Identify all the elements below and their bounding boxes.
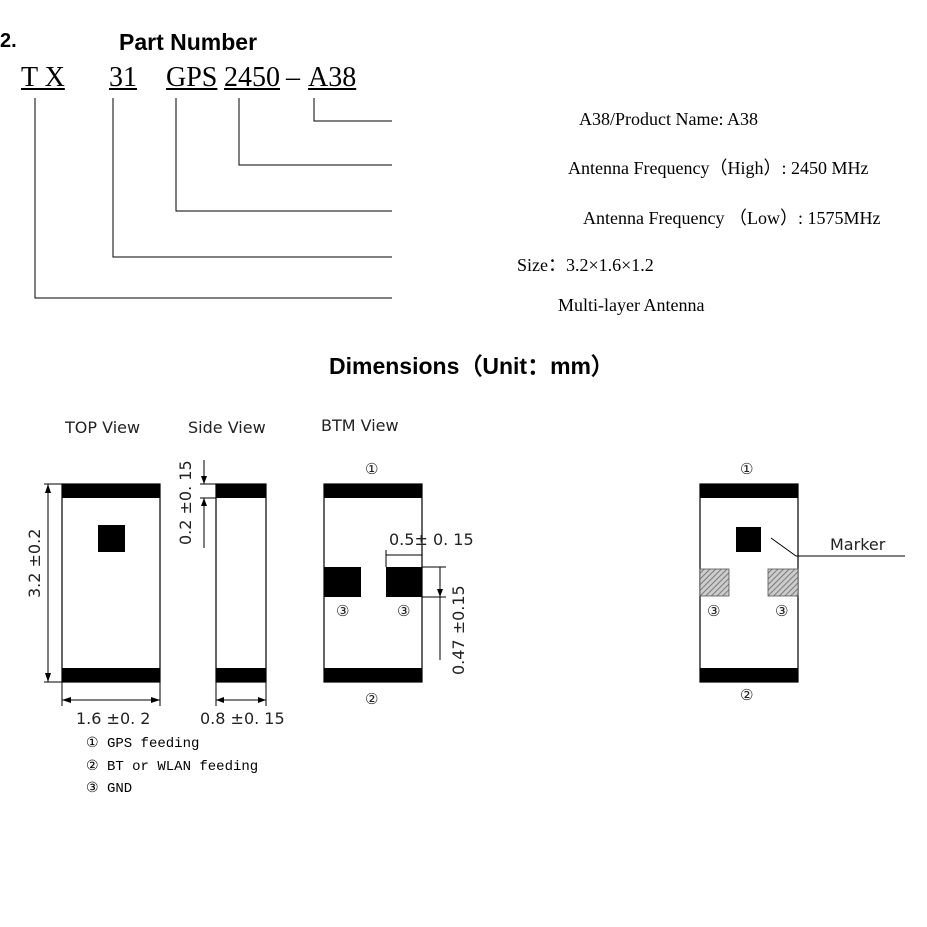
side-view-bottom-electrode [216,668,266,682]
marker-view-gnd-left [699,568,730,597]
top-view-top-electrode [62,484,160,498]
leader-high-frequency [238,98,392,166]
part-code-size: 31 [109,62,137,93]
marker-pad-2-label: ② [740,686,753,704]
legend-gps: ① GPS feeding [86,736,200,752]
side-view-top-electrode [216,484,266,498]
dim-width: 1.6 ±0. 2 [76,709,150,728]
dim-pad-width: 0.5± 0. 15 [389,530,474,549]
marker-leader [770,537,905,557]
desc-high-frequency: Antenna Frequency（High）: 2450 MHz [568,158,869,178]
top-view-marker [98,525,125,552]
part-code-dash: – [286,62,300,93]
btm-pad-2-label: ② [365,690,378,708]
leader-low-frequency [175,98,392,212]
dim-height: 3.2 ±0.2 [25,529,44,598]
btm-view-gnd-pad-right [386,567,422,597]
desc-product-name: A38/Product Name: A38 [579,109,758,129]
marker-label: Marker [830,535,886,554]
dim-pad-height: 0.47 ±0.15 [449,585,468,675]
marker-pad-1-label: ① [740,460,753,478]
legend-bt-wlan: ② BT or WLAN feeding [86,759,259,775]
btm-pad-1-label: ① [365,460,378,478]
dim-thickness: 0.8 ±0. 15 [200,709,285,728]
leader-product [313,98,392,122]
section-number: 2. [0,30,17,52]
side-view-drawing [200,460,267,706]
marker-view-bottom-electrode [700,668,798,682]
top-view-drawing [44,483,161,706]
desc-size: Size：3.2×1.6×1.2 [517,255,654,275]
btm-view-label: BTM View [321,416,399,435]
side-view-body [215,483,267,683]
desc-type: Multi-layer Antenna [558,295,705,315]
marker-view-gnd-right [767,568,799,597]
dim-side-end: 0.2 ±0. 15 [176,460,195,545]
leader-series [34,98,392,299]
desc-low-frequency: Antenna Frequency （Low）: 1575MHz [583,208,881,228]
part-code-low-band: GPS [166,62,218,93]
marker-view-top-electrode [700,484,798,498]
part-code-series: T X [21,62,65,93]
btm-view-top-electrode [324,484,422,498]
btm-pad-3-right-label: ③ [397,602,410,620]
part-code-high-band: 2450 [224,62,280,93]
marker-view-drawing [699,483,905,683]
top-view-body [61,483,161,683]
side-view-label: Side View [188,418,266,437]
btm-view-bottom-electrode [324,668,422,682]
btm-view-drawing [323,483,446,683]
marker-pad-3-left-label: ③ [707,602,720,620]
part-code-product: A38 [308,62,357,93]
dimensions-title: Dimensions（Unit：mm） [329,353,614,379]
legend-gnd: ③ GND [86,781,133,797]
top-view-label: TOP View [65,418,141,437]
section-title: Part Number [119,29,258,55]
top-view-bottom-electrode [62,668,160,682]
btm-view-gnd-pad-left [324,567,361,597]
btm-pad-3-left-label: ③ [336,602,349,620]
marker-pad-3-right-label: ③ [775,602,788,620]
leader-size [112,98,392,258]
part-number-leaders [34,98,392,299]
marker-view-marker [736,527,761,552]
